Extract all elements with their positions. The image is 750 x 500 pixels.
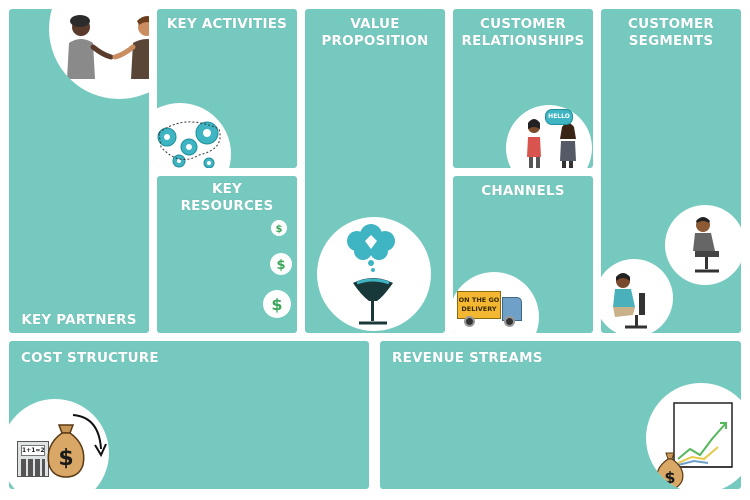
truck-text-line2: DELIVERY: [461, 305, 497, 313]
delivery-truck-icon: ON THE GO DELIVERY: [457, 291, 522, 329]
value-proposition-label-line2: PROPOSITION: [321, 33, 429, 49]
channels-label: CHANNELS: [481, 183, 565, 199]
customer-relationships-block: CUSTOMER RELATIONSHIPS HELLO: [453, 9, 593, 168]
truck-wheel: [504, 316, 515, 327]
revenue-streams-block: REVENUE STREAMS $: [380, 341, 741, 489]
revenue-streams-label: REVENUE STREAMS: [392, 350, 543, 366]
key-resources-label-line1: KEY: [211, 181, 243, 197]
svg-text:$: $: [276, 224, 283, 235]
calculator-money-bag-icon: 1+1=2 $: [13, 411, 113, 481]
truck-text-line1: ON THE GO: [458, 296, 500, 304]
seated-customers-icon: [693, 217, 719, 273]
customer-segments-illustration-top: [665, 205, 741, 285]
customer-segments-illustration-bottom: [601, 259, 673, 333]
key-resources-label-line2: RESOURCES: [180, 198, 274, 214]
key-partners-block: KEY PARTNERS: [9, 9, 149, 333]
money-bag-icon: $: [47, 424, 85, 478]
handshake-people-icon: [67, 15, 149, 79]
customer-relationships-illustration: [506, 105, 592, 168]
value-proposition-label-line1: VALUE: [350, 16, 400, 32]
truck-wheel: [464, 316, 475, 327]
channels-block: CHANNELS ON THE GO DELIVERY: [453, 176, 593, 333]
value-proposition-block: VALUE PROPOSITION: [305, 9, 445, 333]
arrow-arc-icon: [72, 414, 107, 458]
value-proposition-illustration: [317, 217, 431, 331]
calculator-text: 1+1=2: [22, 447, 45, 454]
customer-segments-label-line2: SEGMENTS: [628, 33, 714, 49]
customer-relationships-label-line1: CUSTOMER: [480, 16, 566, 32]
key-activities-block: KEY ACTIVITIES: [157, 9, 297, 168]
truck-cargo: ON THE GO DELIVERY: [457, 291, 501, 319]
calculator-display: 1+1=2: [21, 445, 45, 456]
gears-icon: [157, 121, 221, 168]
money-bags-icon: $ $ $: [263, 220, 292, 318]
svg-text:$: $: [271, 295, 282, 314]
hello-speech-text: HELLO: [548, 113, 570, 120]
seated-customer-icon: [613, 273, 647, 329]
key-resources-block: KEY RESOURCES $ $ $: [157, 176, 297, 333]
key-partners-label: KEY PARTNERS: [21, 312, 137, 328]
calculator-keys: [21, 459, 45, 476]
key-partners-illustration: [49, 9, 149, 99]
revenue-streams-illustration: $: [646, 383, 741, 489]
key-activities-illustration: [157, 103, 231, 168]
customer-segments-label-line1: CUSTOMER: [628, 16, 714, 32]
greeting-people-icon: [527, 119, 576, 168]
growth-chart-money-bag-icon: $: [656, 402, 733, 489]
svg-text:$: $: [58, 446, 73, 471]
customer-relationships-label-line2: RELATIONSHIPS: [461, 33, 585, 49]
cost-structure-block: COST STRUCTURE 1+1=2 $: [9, 341, 369, 489]
svg-text:$: $: [276, 258, 285, 273]
hello-speech-bubble: HELLO: [545, 109, 573, 125]
customer-segments-block: CUSTOMER SEGMENTS: [601, 9, 741, 333]
cost-structure-label: COST STRUCTURE: [21, 350, 159, 366]
key-activities-label: KEY ACTIVITIES: [166, 16, 288, 32]
svg-text:$: $: [664, 468, 675, 487]
diamond-thought-chair-icon: [347, 224, 395, 325]
